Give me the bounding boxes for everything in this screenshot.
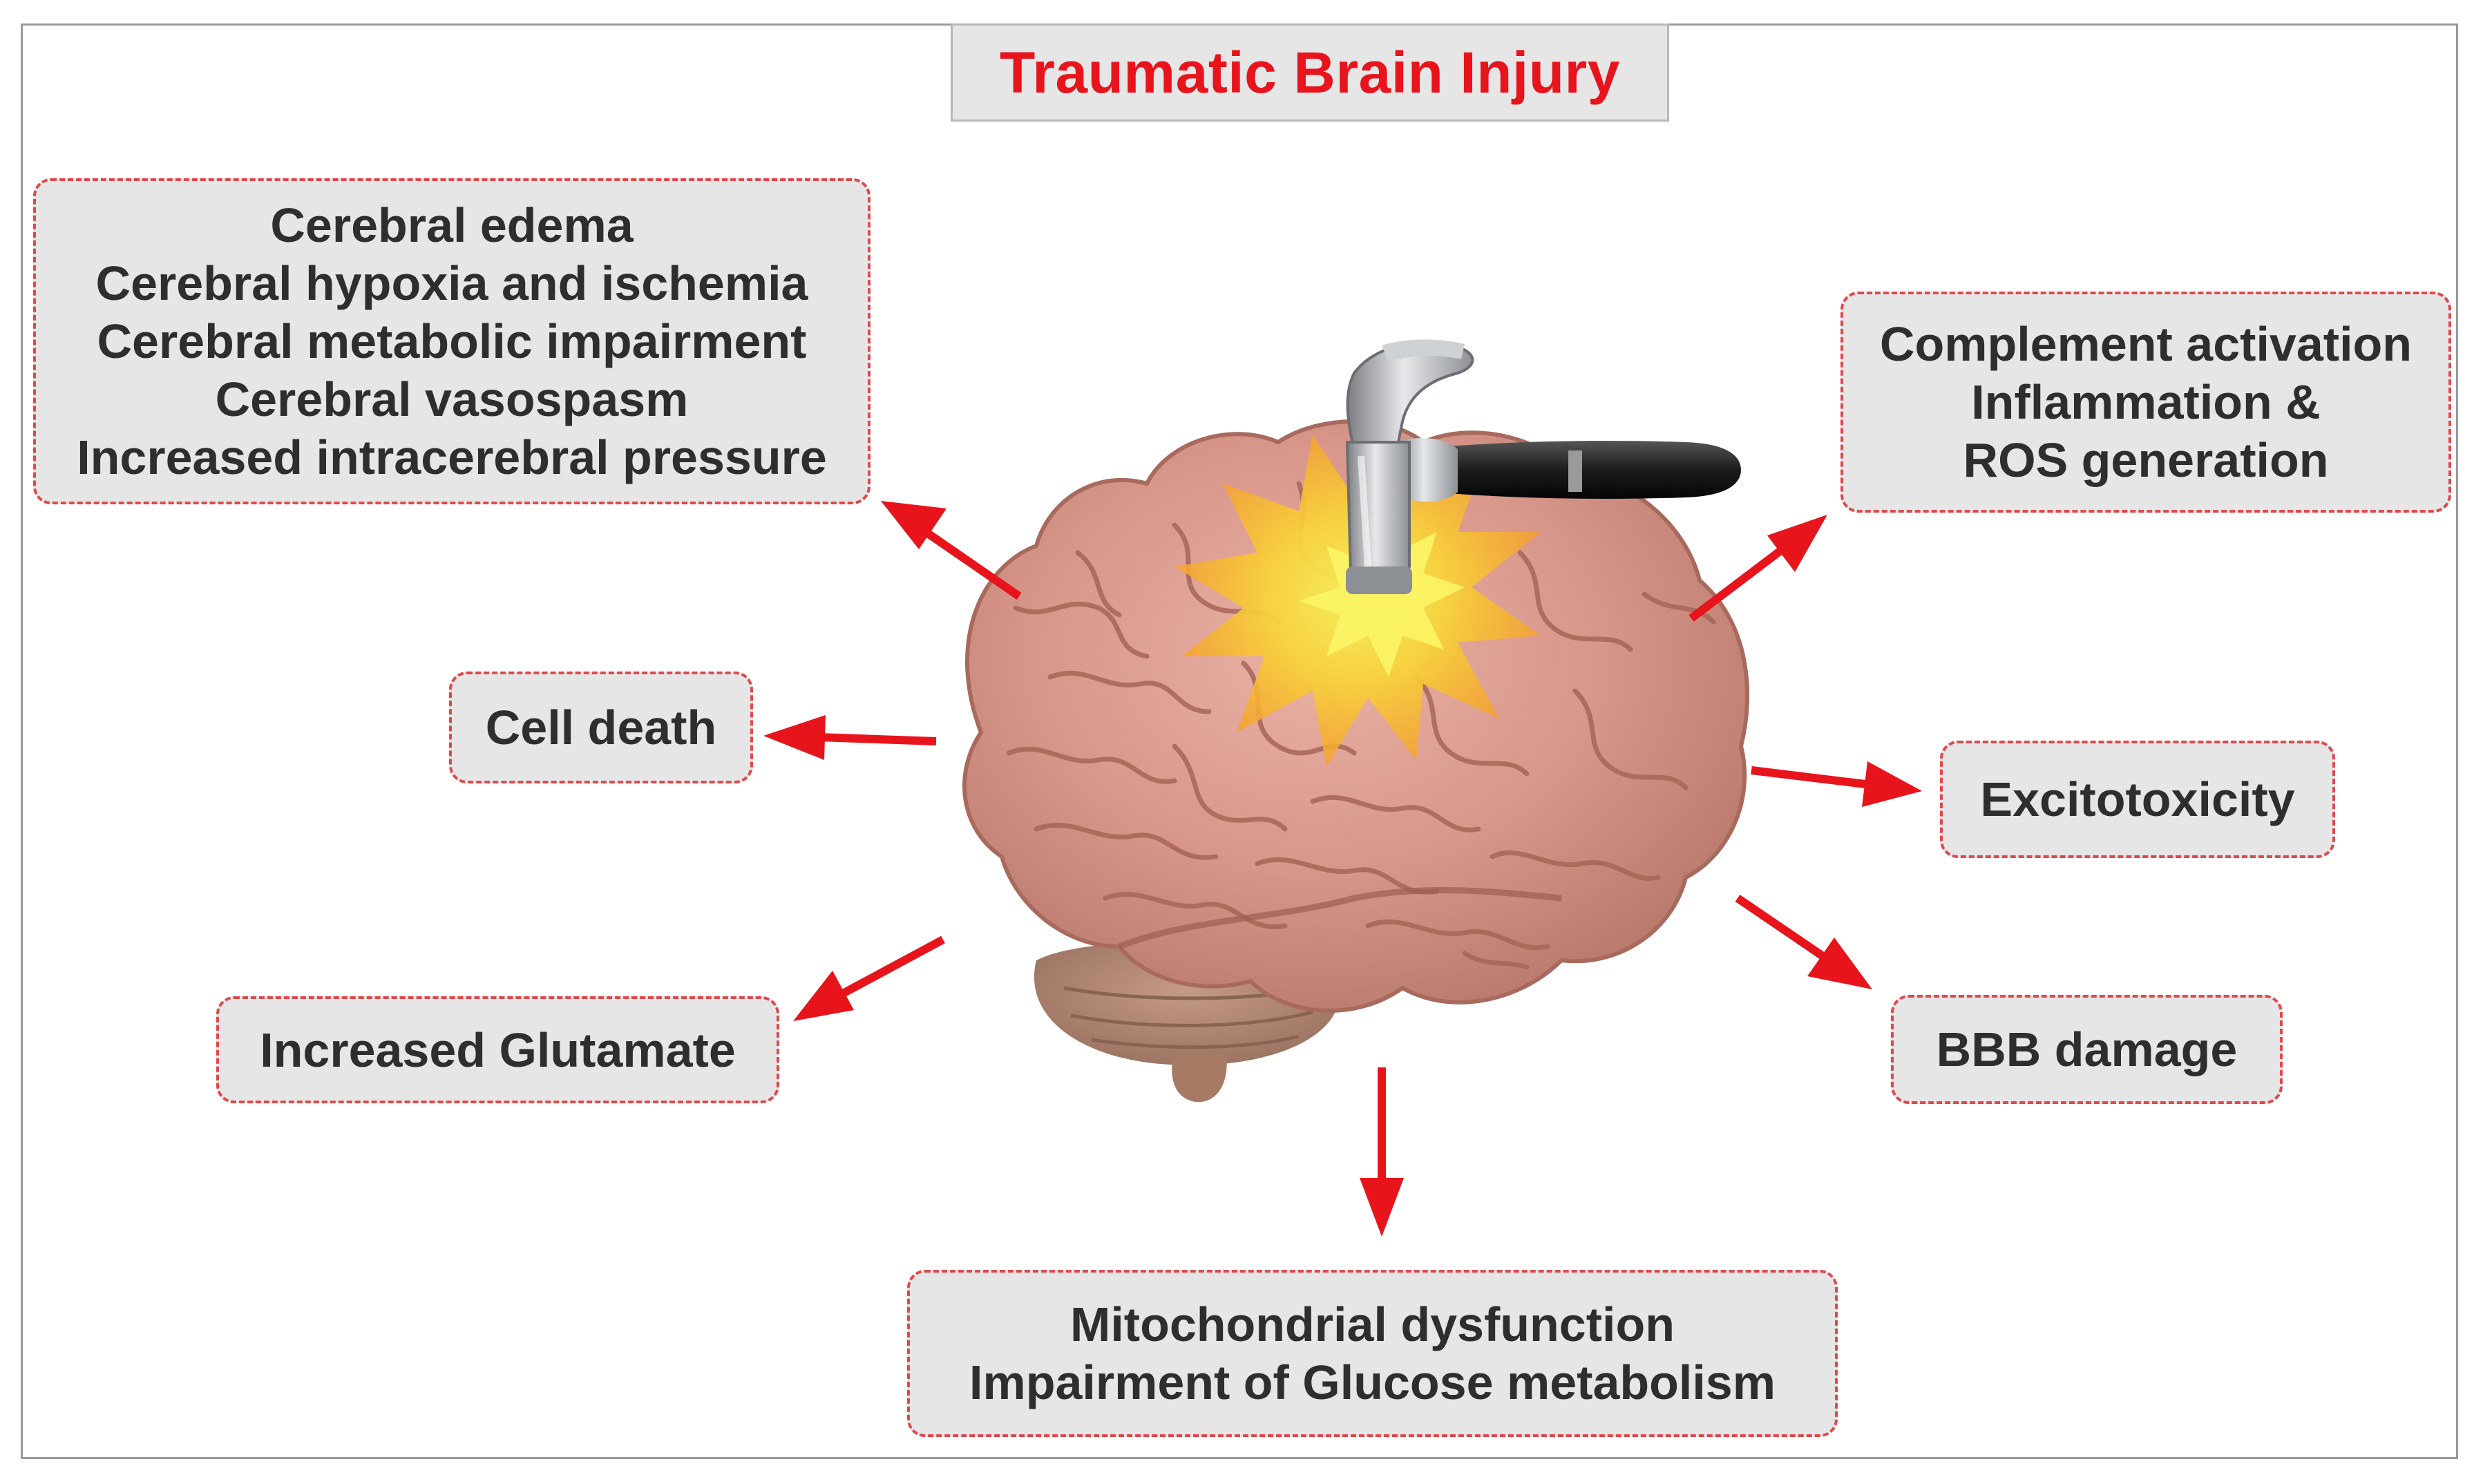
- figure-title: Traumatic Brain Injury: [951, 23, 1669, 122]
- effect-label: Inflammation &: [1971, 375, 2321, 429]
- arrows: [763, 501, 1922, 1237]
- effect-label: Complement activation: [1879, 317, 2413, 371]
- effect-label: Excitotoxicity: [1980, 772, 2295, 826]
- arrow-bottom: [1360, 1067, 1404, 1237]
- effect-label: BBB damage: [1936, 1022, 2238, 1076]
- effect-label: Cerebral metabolic impairment: [97, 314, 807, 368]
- arrow-cell-death: [763, 715, 937, 760]
- effect-label: Mitochondrial dysfunction: [1070, 1297, 1675, 1351]
- effect-label: Cerebral hypoxia and ischemia: [95, 256, 808, 310]
- impact-burst-icon: [1174, 428, 1541, 767]
- arrow-excitotoxicity: [1751, 761, 1922, 807]
- effect-box-bbb-damage: BBB damage: [1891, 995, 2283, 1104]
- hammer-icon: [1345, 339, 1741, 594]
- effect-box-complement: Complement activation Inflammation & ROS…: [1840, 292, 2451, 513]
- effect-label: Cerebral edema: [270, 198, 634, 252]
- effect-label: Increased Glutamate: [260, 1022, 736, 1077]
- effect-box-mitochondrial: Mitochondrial dysfunction Impairment of …: [907, 1270, 1838, 1437]
- arrow-bbb-damage: [1735, 895, 1872, 989]
- effect-box-cerebral: Cerebral edema Cerebral hypoxia and isch…: [33, 178, 871, 504]
- arrow-top-right: [1688, 515, 1827, 622]
- effect-label: Impairment of Glucose metabolism: [969, 1355, 1776, 1409]
- effect-box-excitotoxicity: Excitotoxicity: [1940, 741, 2335, 858]
- arrow-top-left: [881, 501, 1022, 600]
- effect-box-increased-glutamate: Increased Glutamate: [216, 996, 779, 1103]
- effect-label: Increased intracerebral pressure: [77, 430, 827, 484]
- effect-label: Cell death: [485, 701, 717, 754]
- effect-label: Cerebral vasospasm: [215, 372, 689, 426]
- effect-label: ROS generation: [1963, 433, 2329, 487]
- effect-box-cell-death: Cell death: [449, 672, 753, 783]
- arrow-increased-glutamate: [793, 935, 945, 1021]
